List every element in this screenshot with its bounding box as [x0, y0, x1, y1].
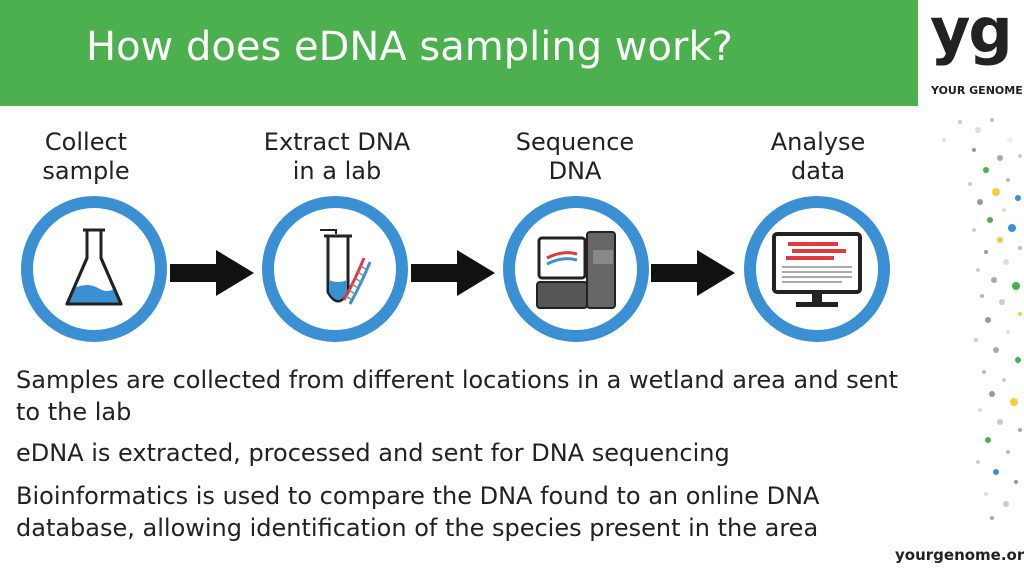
sequencer-icon	[536, 231, 616, 309]
yourgenome-logo: yg YOUR GENOME	[928, 0, 1023, 100]
step-sequence-circle	[503, 196, 649, 342]
header-bar: How does eDNA sampling work?	[0, 0, 918, 106]
logo-name: YOUR GENOME	[931, 84, 1023, 97]
step-label-line1: Sequence	[515, 128, 635, 156]
decorative-dots	[942, 118, 1022, 520]
step-label-line1: Analyse	[770, 128, 866, 156]
footer-url: yourgenome.org	[895, 546, 1024, 564]
step-label-line1: Extract DNA	[263, 128, 411, 156]
step-label-line2: data	[790, 157, 846, 185]
step-label-line2: DNA	[548, 157, 602, 185]
step-extract-label: Extract DNA in a lab	[237, 128, 437, 186]
computer-monitor-icon	[772, 232, 862, 307]
description-extract: eDNA is extracted, processed and sent fo…	[16, 439, 730, 467]
arrow-right-icon	[651, 250, 735, 300]
arrow-right-icon	[411, 250, 495, 300]
flask-icon	[65, 228, 123, 306]
step-collect-label: Collect sample	[0, 128, 186, 186]
arrow-right-icon	[170, 250, 254, 300]
page-title: How does eDNA sampling work?	[86, 24, 733, 70]
test-tube-dna-icon	[320, 229, 372, 305]
step-collect-circle	[21, 196, 167, 342]
step-extract-circle	[262, 196, 408, 342]
description-analyse: Bioinformatics is used to compare the DN…	[16, 482, 820, 542]
step-analyse-circle	[744, 196, 890, 342]
step-label-line2: sample	[42, 157, 130, 185]
step-label-line1: Collect	[44, 128, 128, 156]
logo-mark: yg	[930, 0, 1013, 67]
description-collect: Samples are collected from different loc…	[16, 366, 899, 426]
step-sequence-label: Sequence DNA	[475, 128, 675, 186]
step-analyse-label: Analyse data	[718, 128, 918, 186]
step-label-line2: in a lab	[292, 157, 382, 185]
